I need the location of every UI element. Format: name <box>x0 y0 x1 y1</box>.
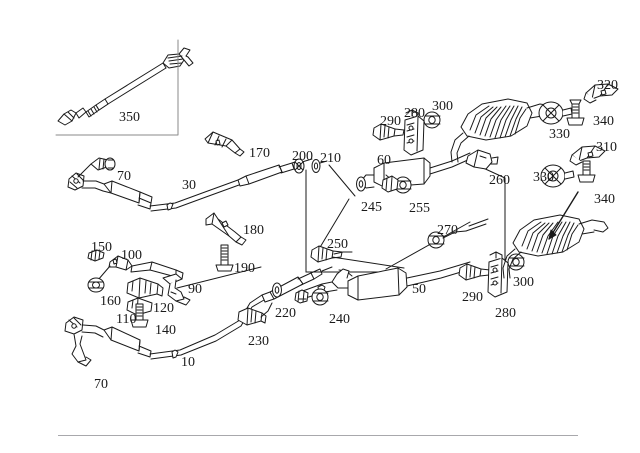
hanger-bracket-260 <box>465 149 499 170</box>
callout-290-upper: 290 <box>380 114 401 129</box>
callout-150: 150 <box>91 240 112 255</box>
oxygen-sensor-350 <box>57 47 194 126</box>
callout-70-upper: 70 <box>117 169 131 184</box>
callout-280-lower: 280 <box>495 306 516 321</box>
flange-pair-245-255 <box>381 175 399 193</box>
retainer-120 <box>126 277 164 299</box>
bolt-340-upper <box>566 99 585 126</box>
callout-70-lower: 70 <box>94 377 108 392</box>
callout-210: 210 <box>320 151 341 166</box>
bolt-250 <box>310 245 343 263</box>
detail-frame-350 <box>55 39 179 136</box>
callout-90: 90 <box>188 282 202 297</box>
collar-bolt-140 <box>130 303 149 328</box>
callout-140: 140 <box>155 323 176 338</box>
nut-300-upper <box>423 111 441 129</box>
rear-muffler-lower <box>502 214 609 279</box>
callout-10: 10 <box>181 355 195 370</box>
callout-290-lower: 290 <box>462 290 483 305</box>
callout-250: 250 <box>327 237 348 252</box>
clamp-ring-255 <box>394 176 412 194</box>
callout-200: 200 <box>292 149 313 164</box>
callout-300-lower: 300 <box>513 275 534 290</box>
callout-120: 120 <box>153 301 174 316</box>
seal-ring-210 <box>311 159 321 173</box>
callout-245: 245 <box>361 200 382 215</box>
callout-340-upper: 340 <box>593 114 614 129</box>
seal-ring-245 <box>356 176 366 192</box>
callout-280-upper: 280 <box>404 106 425 121</box>
callout-100: 100 <box>121 248 142 263</box>
callout-190: 190 <box>234 261 255 276</box>
callout-260: 260 <box>489 173 510 188</box>
bracket-310 <box>569 145 606 166</box>
mount-ring-270 <box>427 231 445 249</box>
leader-100-160 <box>97 265 111 281</box>
bracket-320 <box>583 83 619 104</box>
callout-240: 240 <box>329 312 350 327</box>
callout-320: 320 <box>597 78 618 93</box>
callout-110: 110 <box>116 312 137 327</box>
callout-340-lower: 340 <box>594 192 615 207</box>
clamp-150 <box>87 249 105 262</box>
front-pipe-30 <box>67 158 313 212</box>
callout-180: 180 <box>243 223 264 238</box>
hex-bolt-290-upper <box>372 123 405 141</box>
bracket-170 <box>204 131 245 157</box>
callout-330-upper: 330 <box>549 127 570 142</box>
callout-270: 270 <box>437 223 458 238</box>
leader-250 <box>333 251 353 255</box>
callout-50: 50 <box>412 282 426 297</box>
leader-270 <box>442 230 467 239</box>
rubber-hanger-330-lower <box>540 164 575 188</box>
nut-240 <box>311 288 329 306</box>
leader-230 <box>260 302 273 318</box>
support-bracket-90 <box>162 273 191 306</box>
callout-160: 160 <box>100 294 121 309</box>
footer-divider <box>58 435 578 436</box>
callout-170: 170 <box>249 146 270 161</box>
hex-bolt-290-lower <box>458 263 491 281</box>
bracket-180 <box>205 212 247 246</box>
callout-300-upper: 300 <box>432 99 453 114</box>
pointer-arrow-340 <box>548 191 579 240</box>
seal-ring-200 <box>293 158 305 174</box>
callout-230: 230 <box>248 334 269 349</box>
callout-330-lower: 330 <box>533 170 554 185</box>
callout-310: 310 <box>596 140 617 155</box>
nut-300-lower <box>507 253 525 271</box>
clamp-bracket-280-upper <box>403 109 425 156</box>
callout-60: 60 <box>377 153 391 168</box>
clamp-230 <box>237 307 267 326</box>
callout-30: 30 <box>182 178 196 193</box>
callout-350: 350 <box>119 110 140 125</box>
seal-ring-220 <box>272 282 282 298</box>
leader-210 <box>319 160 328 164</box>
rubber-hanger-330-upper <box>538 101 573 125</box>
bolt-340-lower <box>577 160 596 183</box>
callout-255: 255 <box>409 201 430 216</box>
screw-190 <box>215 244 234 272</box>
leader-70-upper <box>77 157 116 178</box>
rear-muffler-upper <box>450 98 557 163</box>
grommet-160 <box>87 277 105 293</box>
callout-220: 220 <box>275 306 296 321</box>
